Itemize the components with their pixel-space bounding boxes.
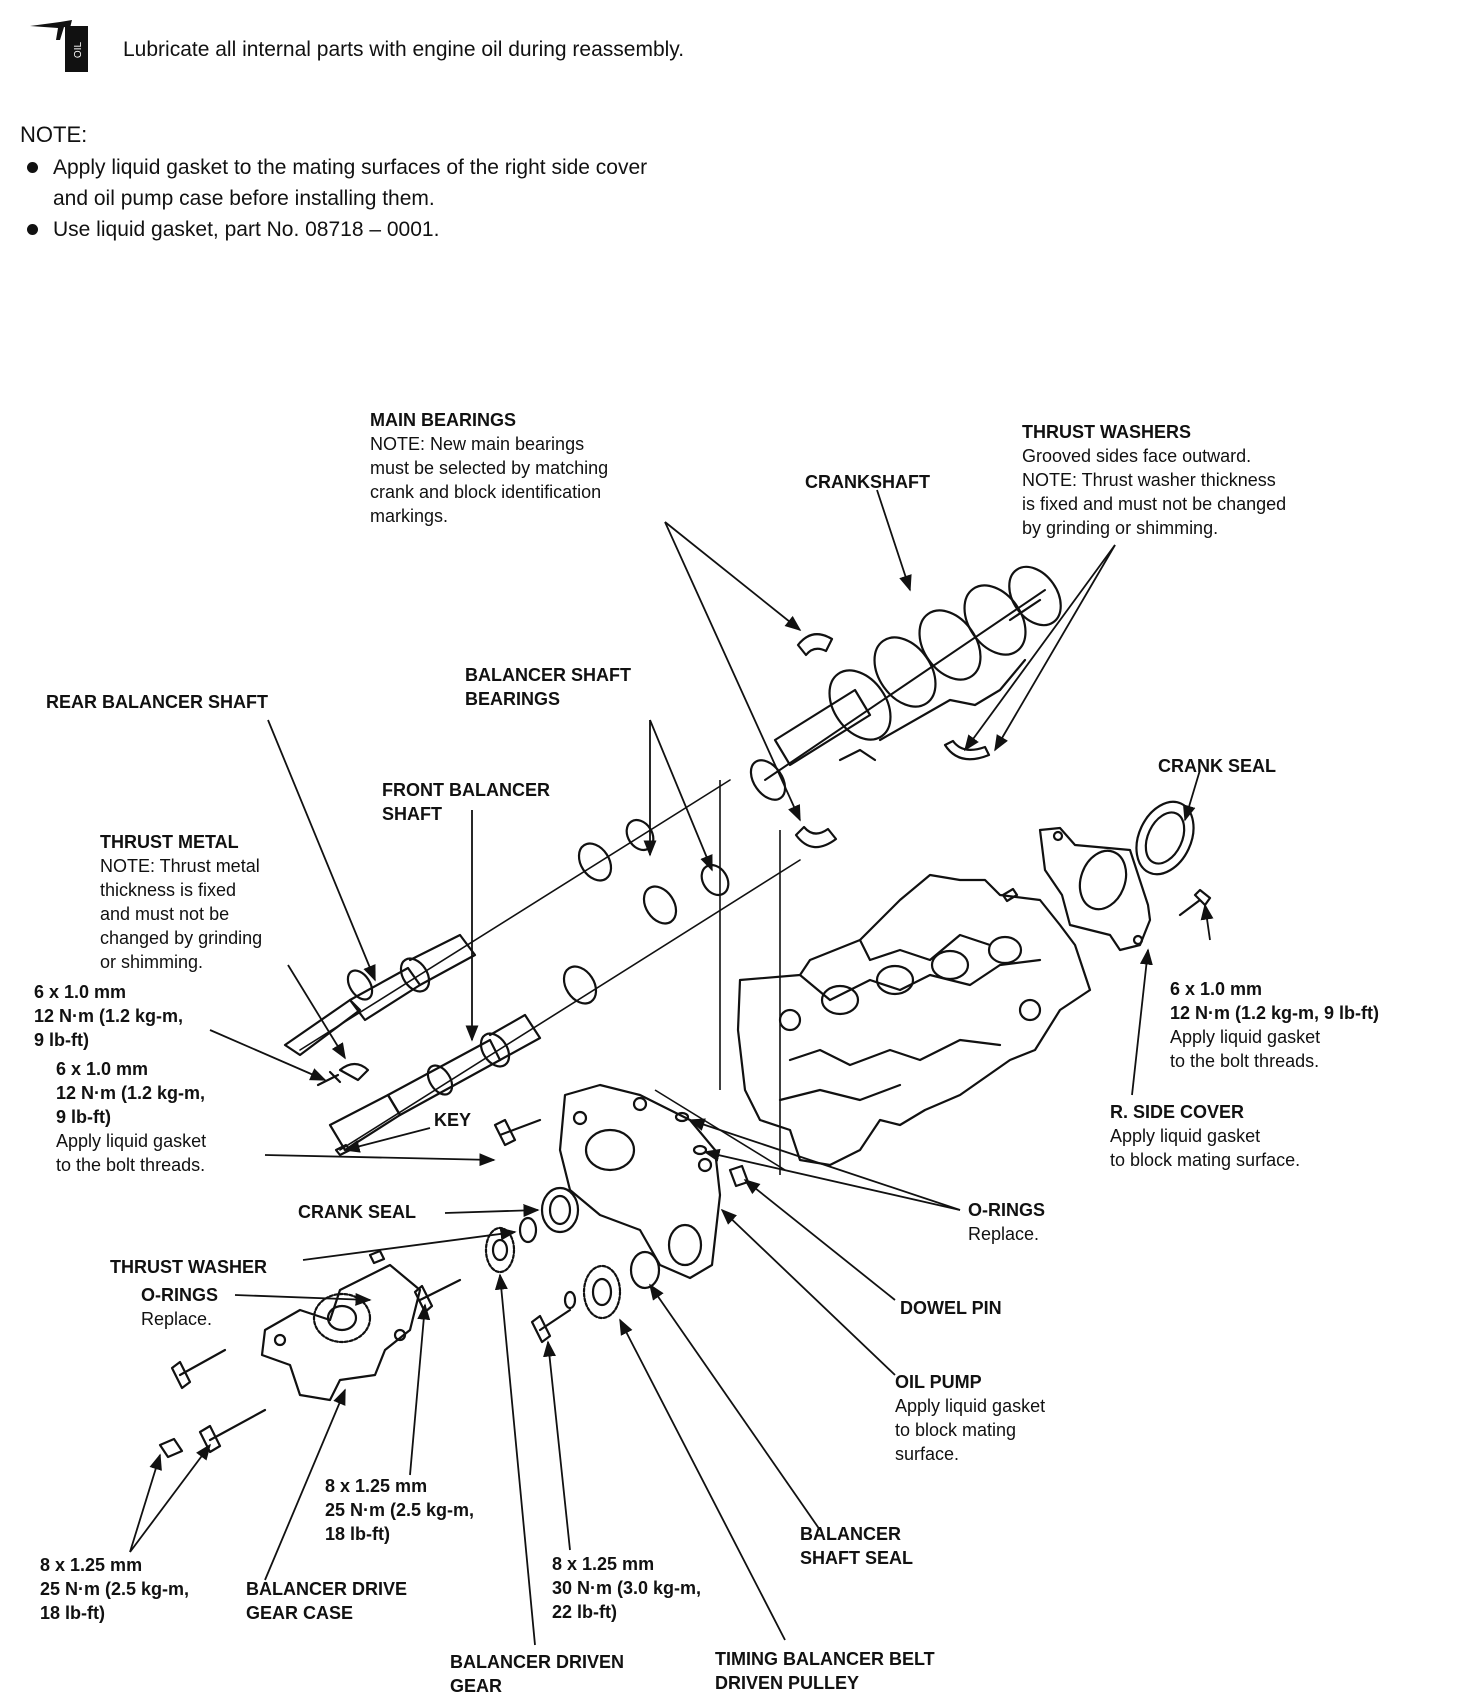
note-item: Apply liquid gasket to the mating surfac… xyxy=(20,152,660,214)
label-balancer-drive-gear-case: BALANCER DRIVE GEAR CASE xyxy=(246,1579,408,1623)
left-thrust-bolt xyxy=(316,1070,342,1087)
timing-balancer-belt-driven-pulley-part xyxy=(582,1264,622,1320)
label-thrust-washer: THRUST WASHER xyxy=(110,1257,267,1277)
pulley-bolt xyxy=(530,1308,572,1344)
label-main-bearings: MAIN BEARINGS NOTE: New main bearings mu… xyxy=(370,410,609,526)
label-balancer-driven-gear: BALANCER DRIVEN GEAR xyxy=(450,1652,625,1696)
gear-case-bolt xyxy=(170,1348,227,1390)
label-o-rings-left: O-RINGS Replace. xyxy=(141,1285,219,1329)
label-front-balancer-shaft: FRONT BALANCER SHAFT xyxy=(382,780,550,824)
label-bolt-6x1-upper-left: 6 x 1.0 mm 12 N·m (1.2 kg-m, 9 lb-ft) xyxy=(34,982,184,1050)
rear-balancer-shaft-part xyxy=(283,779,731,1057)
o-ring-part xyxy=(674,1111,690,1123)
thrust-metal-part xyxy=(338,1062,370,1082)
label-rear-balancer-shaft: REAR BALANCER SHAFT xyxy=(46,692,268,712)
label-bolt-6x1-right: 6 x 1.0 mm 12 N·m (1.2 kg-m, 9 lb-ft) Ap… xyxy=(1170,979,1380,1071)
note-item: Use liquid gasket, part No. 08718 – 0001… xyxy=(20,214,660,245)
pulley-washer xyxy=(563,1290,577,1310)
label-bolt-8x125-mid: 8 x 1.25 mm 25 N·m (2.5 kg-m, 18 lb-ft) xyxy=(325,1476,475,1544)
label-thrust-metal: THRUST METAL NOTE: Thrust metal thicknes… xyxy=(100,832,263,972)
oil-pump-part xyxy=(558,1083,722,1280)
crank-seal-right-part xyxy=(1135,800,1195,876)
crank-seal-left-part xyxy=(540,1186,580,1234)
oil-pump-bolt xyxy=(493,1118,542,1147)
gear-case-bolt-upper xyxy=(413,1278,462,1314)
right-side-cover-part xyxy=(1038,826,1152,952)
label-balancer-shaft-seal: BALANCER SHAFT SEAL xyxy=(800,1524,914,1568)
o-ring-part xyxy=(692,1144,708,1156)
dowel-pin-part xyxy=(728,1164,750,1188)
gear-case-nut xyxy=(158,1437,184,1459)
label-bolt-8x125-left: 8 x 1.25 mm 25 N·m (2.5 kg-m, 18 lb-ft) xyxy=(40,1555,190,1623)
thrust-washer-left-part xyxy=(518,1216,538,1244)
thrust-washer-part xyxy=(943,739,991,761)
label-key: KEY xyxy=(434,1110,472,1130)
o-ring-left-part xyxy=(368,1249,386,1265)
balancer-shaft-bearings-part xyxy=(562,818,730,1005)
label-r-side-cover: R. SIDE COVER Apply liquid gasket to blo… xyxy=(1110,1102,1301,1170)
label-crankshaft: CRANKSHAFT xyxy=(805,472,930,492)
label-balancer-shaft-bearings: BALANCER SHAFT BEARINGS xyxy=(465,665,631,709)
label-timing-balancer-belt-driven-pulley: TIMING BALANCER BELT DRIVEN PULLEY xyxy=(715,1649,935,1693)
block-dowel xyxy=(1001,887,1019,903)
lubricate-instruction: Lubricate all internal parts with engine… xyxy=(123,38,685,61)
label-crank-seal-right: CRANK SEAL xyxy=(1158,756,1277,776)
main-bearing-lower xyxy=(794,825,838,849)
crankshaft-part xyxy=(749,565,1062,801)
label-bolt-6x1-lower-left: 6 x 1.0 mm 12 N·m (1.2 kg-m, 9 lb-ft) Ap… xyxy=(56,1059,207,1175)
front-balancer-shaft-part xyxy=(328,859,801,1152)
right-side-cover-bolt xyxy=(1178,888,1212,917)
label-o-rings-right: O-RINGS Replace. xyxy=(968,1200,1046,1244)
main-bearing-upper xyxy=(796,633,834,657)
oil-can-icon: OIL xyxy=(30,20,88,72)
label-dowel-pin: DOWEL PIN xyxy=(900,1298,1002,1318)
note-title: NOTE: xyxy=(20,122,88,147)
label-crank-seal-left: CRANK SEAL xyxy=(298,1202,417,1222)
note-list: Apply liquid gasket to the mating surfac… xyxy=(20,152,660,245)
label-oil-pump: OIL PUMP Apply liquid gasket to block ma… xyxy=(895,1372,1046,1464)
balancer-drive-gear-case-part xyxy=(260,1263,422,1402)
label-thrust-washers: THRUST WASHERS Grooved sides face outwar… xyxy=(1022,422,1287,538)
balancer-shaft-seal-part xyxy=(629,1250,661,1290)
label-bolt-8x125-30: 8 x 1.25 mm 30 N·m (3.0 kg-m, 22 lb-ft) xyxy=(552,1554,702,1622)
svg-text:OIL: OIL xyxy=(73,42,84,59)
engine-block-part xyxy=(736,873,1092,1167)
